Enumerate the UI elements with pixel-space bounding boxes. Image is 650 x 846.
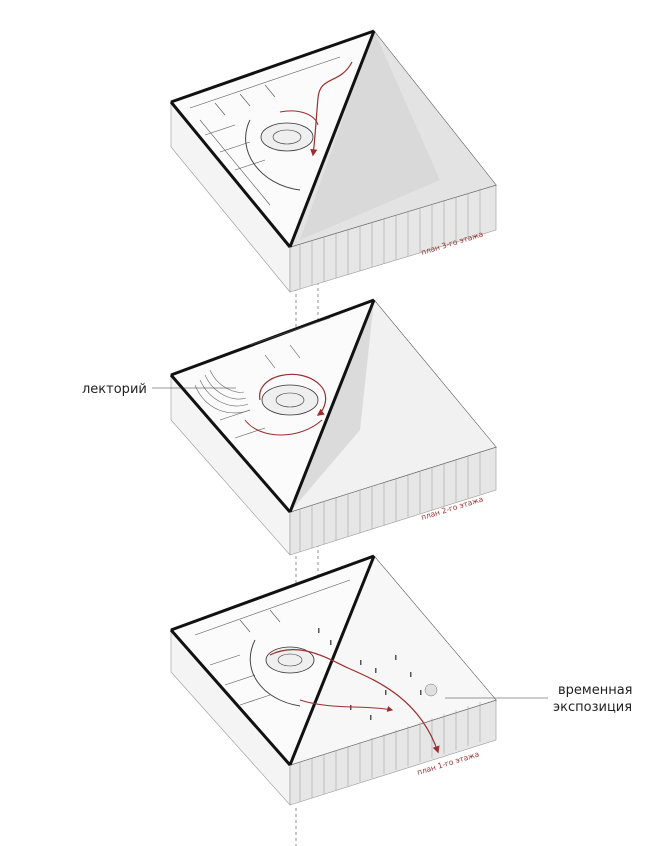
callout-temp-exhibition-line1: временная: [558, 683, 633, 698]
floor-1-plan: [169, 554, 548, 806]
callout-lecture-hall: лекторий: [82, 382, 147, 397]
floor-3-plan: [169, 29, 497, 293]
callout-temp-exhibition-line2: экспозиция: [553, 700, 632, 715]
floor-2-plan: [152, 298, 497, 556]
